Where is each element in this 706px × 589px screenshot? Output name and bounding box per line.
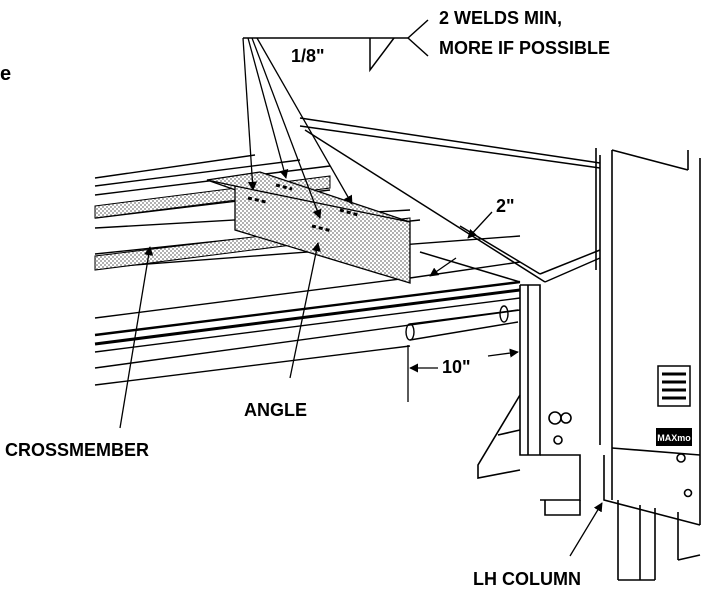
weld-size-label: 1/8" — [291, 46, 325, 66]
crossmember-label: CROSSMEMBER — [5, 440, 149, 460]
part-leader-lines — [119, 242, 603, 557]
lh-column-label: LH COLUMN — [473, 569, 581, 589]
edge-fragment-text: e — [0, 63, 11, 85]
svg-text:MAXmo: MAXmo — [657, 433, 691, 443]
gap-dimension-arrows — [429, 211, 493, 277]
weld-leader-lines — [242, 37, 353, 219]
gap-dimension-label: 2" — [496, 196, 515, 216]
angle-label: ANGLE — [244, 400, 307, 420]
weld-marks — [247, 183, 359, 233]
column-info-plate — [657, 365, 691, 407]
weld-symbol — [243, 19, 429, 73]
offset-dimension — [407, 345, 519, 402]
weld-note-line2: MORE IF POSSIBLE — [439, 38, 610, 58]
lh-column — [477, 148, 701, 581]
rail-end-rod — [405, 305, 519, 341]
weld-note-line1: 2 WELDS MIN, — [439, 8, 562, 28]
brand-badge: MAXmo — [656, 428, 692, 446]
angle-vertical-leg — [234, 185, 411, 284]
offset-dimension-label: 10" — [442, 357, 471, 377]
